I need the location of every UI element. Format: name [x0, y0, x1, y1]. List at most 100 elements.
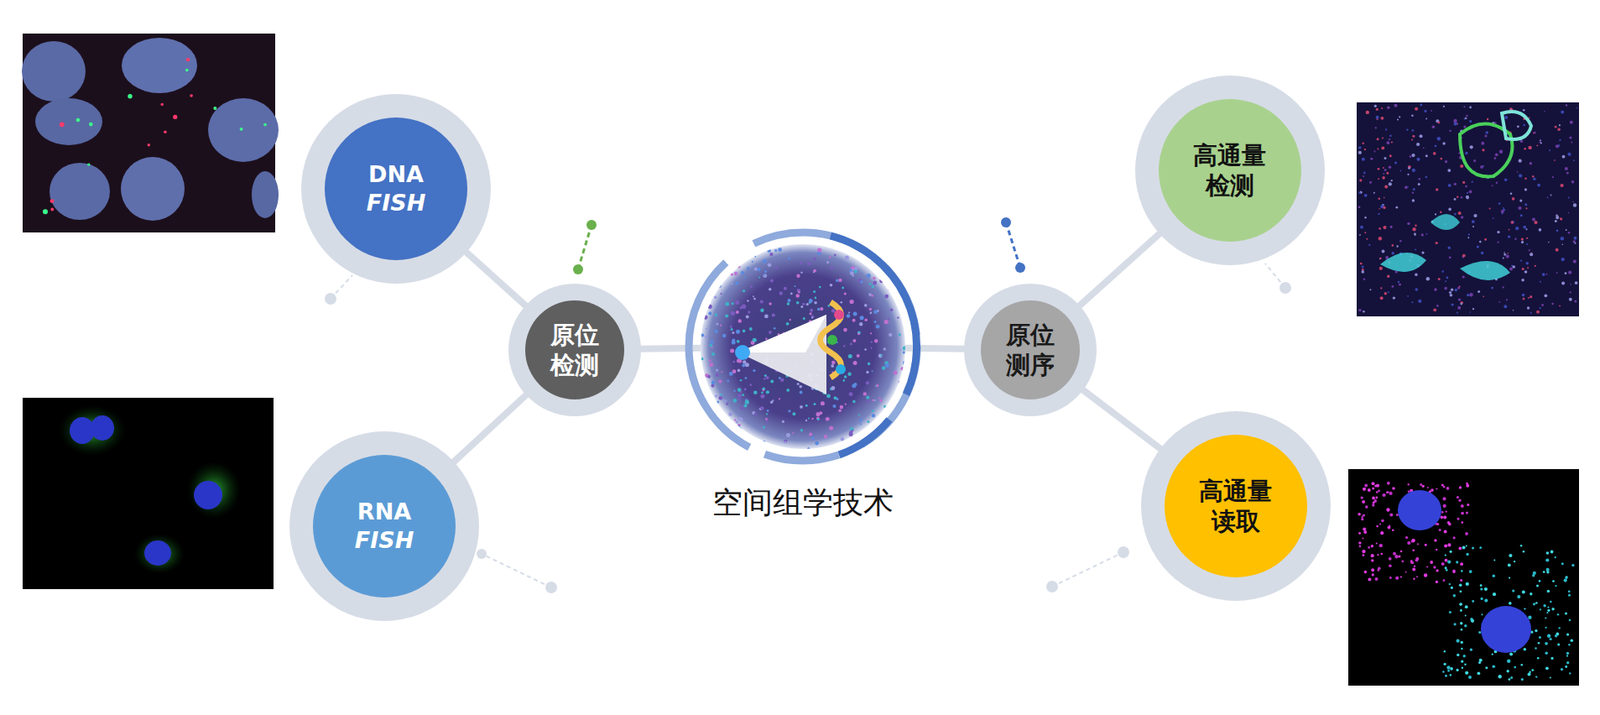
- speckle: [1504, 115, 1508, 120]
- speckle: [902, 367, 905, 370]
- speckle: [1407, 295, 1409, 298]
- speckle: [1561, 562, 1564, 565]
- speckle: [1547, 634, 1551, 638]
- speckle: [1565, 577, 1569, 580]
- speckle: [1546, 611, 1548, 614]
- speckle: [1549, 677, 1552, 679]
- speckle: [760, 394, 765, 399]
- speckle: [1570, 638, 1574, 642]
- speckle: [1545, 557, 1549, 562]
- speckle: [1459, 286, 1461, 288]
- speckle: [1464, 663, 1466, 666]
- speckle: [1412, 578, 1415, 580]
- speckle: [1462, 181, 1465, 184]
- speckle: [870, 332, 872, 334]
- speckle: [1434, 213, 1437, 215]
- speckle: [1446, 276, 1449, 280]
- speckle: [1568, 197, 1570, 199]
- speckle: [766, 420, 769, 423]
- speckle: [742, 329, 746, 334]
- speckle: [1433, 538, 1437, 542]
- speckle: [1508, 229, 1511, 231]
- speckle: [1521, 590, 1526, 595]
- speckle: [1364, 216, 1366, 219]
- speckle: [838, 409, 842, 413]
- speckle: [1379, 266, 1383, 271]
- speckle: [1503, 251, 1506, 254]
- speckle: [858, 441, 861, 444]
- speckle: [50, 208, 54, 212]
- speckle: [1386, 481, 1391, 485]
- speckle: [1405, 536, 1408, 539]
- speckle: [1364, 570, 1368, 574]
- speckle: [710, 421, 715, 425]
- speckle: [263, 123, 267, 127]
- speckle: [1525, 261, 1529, 266]
- speckle: [849, 271, 855, 276]
- speckle: [1386, 105, 1391, 110]
- speckle: [1527, 145, 1532, 150]
- speckle: [731, 331, 735, 334]
- speckle: [740, 406, 744, 411]
- high-throughput-readout-circle: 高通量读取: [1164, 434, 1308, 578]
- speckle: [1389, 491, 1393, 496]
- speckle: [719, 283, 722, 287]
- speckle: [734, 243, 737, 245]
- speckle: [1527, 266, 1529, 269]
- speckle: [720, 393, 723, 396]
- speckle: [1392, 296, 1396, 299]
- speckle: [899, 349, 902, 351]
- speckle: [87, 162, 90, 166]
- speckle: [738, 416, 742, 421]
- speckle: [781, 420, 785, 423]
- speckle: [873, 399, 876, 402]
- speckle: [740, 271, 745, 275]
- speckle: [1414, 224, 1417, 227]
- speckle: [1528, 671, 1531, 673]
- speckle: [1429, 560, 1434, 564]
- speckle: [1532, 175, 1535, 178]
- speckle: [1527, 615, 1532, 620]
- speckle: [845, 246, 849, 250]
- speckle: [796, 301, 800, 305]
- speckle: [1371, 487, 1375, 490]
- speckle: [731, 338, 735, 343]
- dna-fish-circle: DNAFISH: [324, 117, 468, 261]
- speckle: [1419, 483, 1423, 486]
- speckle: [1557, 128, 1561, 132]
- speckle: [1507, 563, 1512, 568]
- speckle: [867, 435, 871, 438]
- speckle: [848, 354, 853, 359]
- speckle: [1465, 482, 1469, 485]
- speckle: [1573, 299, 1577, 303]
- speckle: [708, 297, 712, 301]
- speckle: [1529, 295, 1533, 298]
- speckle: [814, 441, 819, 446]
- speckle: [1434, 145, 1438, 148]
- speckle: [1469, 145, 1474, 149]
- speckle: [1573, 260, 1577, 264]
- speckle: [1566, 633, 1569, 636]
- connector: [436, 383, 538, 478]
- speckle: [1563, 578, 1568, 583]
- speckle: [1560, 236, 1564, 240]
- speckle: [731, 302, 735, 305]
- speckle: [1480, 613, 1483, 615]
- speckle: [1502, 257, 1505, 260]
- speckle: [1450, 288, 1454, 292]
- speckle: [779, 291, 783, 295]
- speckle: [1448, 610, 1452, 614]
- speckle: [1358, 192, 1361, 194]
- speckle: [1566, 655, 1569, 657]
- speckle: [811, 417, 814, 420]
- rna-fish-image: [22, 397, 274, 589]
- speckle: [1443, 578, 1446, 582]
- speckle: [1463, 105, 1465, 108]
- speckle: [808, 298, 814, 303]
- speckle: [1370, 558, 1374, 562]
- speckle: [712, 255, 715, 259]
- speckle: [1416, 157, 1420, 162]
- speckle: [1527, 672, 1532, 677]
- speckle: [707, 267, 711, 272]
- speckle: [1465, 511, 1469, 515]
